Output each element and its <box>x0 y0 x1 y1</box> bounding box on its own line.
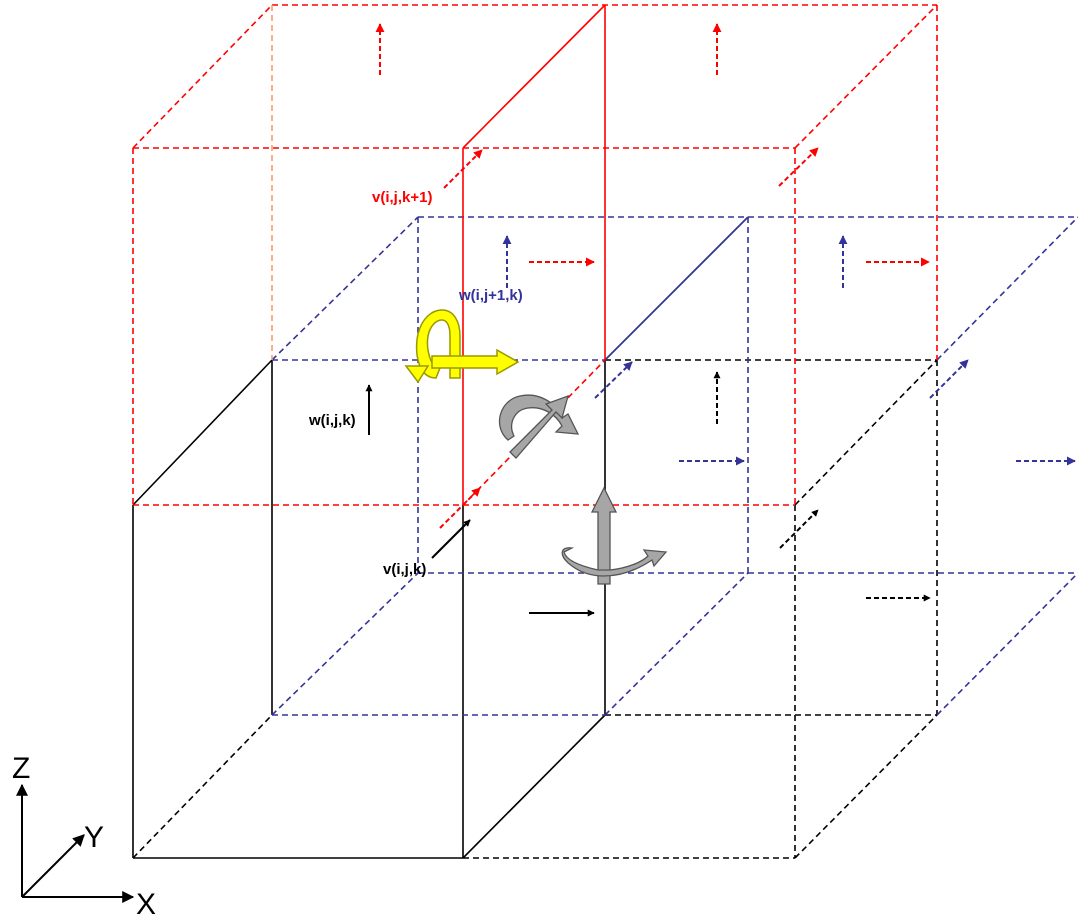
red-arrow-diag-3 <box>439 487 481 529</box>
blue-staggered-cells <box>271 216 1078 716</box>
axis-label-x: X <box>136 888 156 917</box>
red-arrow-diag-2 <box>778 147 819 187</box>
axis-label-y: Y <box>84 821 104 854</box>
blue-arrow-diag-1 <box>594 361 633 399</box>
yellow-vorticity-icon <box>404 309 520 384</box>
red-velocity-arrows <box>375 23 930 529</box>
black-arrow-v-ijk <box>431 519 471 559</box>
blue-arrow-diag-2 <box>929 359 969 399</box>
label-v-ijk-plus-1: v(i,j,k+1) <box>372 189 432 206</box>
axis-label-z: Z <box>12 752 30 785</box>
coordinate-axes <box>16 783 135 903</box>
black-velocity-arrows <box>365 371 931 617</box>
gray-vorticity-icon-vertical <box>561 486 668 585</box>
y-axis <box>21 834 85 898</box>
black-arrow-diag-dashed <box>779 509 819 549</box>
blue-solid-edge <box>604 216 749 361</box>
label-v-ijk: v(i,j,k) <box>383 561 426 578</box>
label-w-ij-plus-1-k: w(i,j+1,k) <box>458 287 523 304</box>
label-w-ijk: w(i,j,k) <box>308 412 356 429</box>
lower-cells <box>132 359 938 859</box>
blue-velocity-arrows <box>502 235 1076 466</box>
red-arrow-diag-1 <box>443 149 483 189</box>
gray-vorticity-icon-diagonal <box>498 394 580 459</box>
